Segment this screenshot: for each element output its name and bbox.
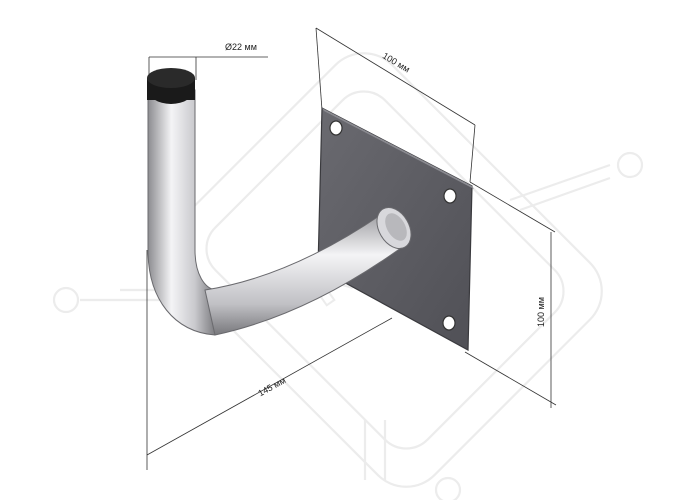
plate-hole-top-right <box>443 188 457 204</box>
diameter-label: Ø22 мм <box>225 42 257 52</box>
plate-width-label: 100 мм <box>381 51 412 75</box>
plate-height-label: 100 мм <box>536 297 546 327</box>
reach-label: 145 мм <box>256 375 287 398</box>
plate-hole-top-left <box>329 120 343 136</box>
plate-hole-bottom-right <box>442 315 456 331</box>
dimension-lines <box>146 27 557 470</box>
bent-pipe <box>147 68 412 336</box>
